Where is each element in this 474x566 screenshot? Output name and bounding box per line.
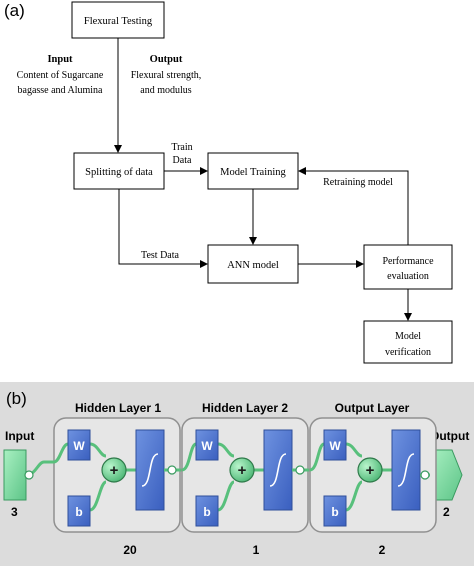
retraining-text: Retraining model bbox=[323, 177, 393, 188]
layer-1-weight-symbol: W bbox=[73, 439, 85, 453]
input-label: Input bbox=[5, 429, 34, 443]
layer-1-sigmoid-icon bbox=[141, 453, 159, 487]
layer-2-b-to-sum bbox=[217, 480, 235, 512]
layer-1-sum-symbol: + bbox=[110, 462, 119, 479]
layer-2-weight-symbol: W bbox=[201, 439, 213, 453]
layer-1-b-to-sum bbox=[89, 480, 107, 512]
flowchart-panel: (a) Flexural Testing Input Content of Su… bbox=[4, 1, 453, 364]
arrow-test-data bbox=[118, 189, 208, 268]
layer-3-w-to-sum bbox=[345, 442, 363, 458]
train-data-line1: Train bbox=[171, 142, 192, 153]
splitting-text: Splitting of data bbox=[85, 167, 153, 178]
output-count: 2 bbox=[443, 505, 450, 519]
input-desc-line1: Content of Sugarcane bbox=[17, 70, 104, 81]
layer-3-w-wire bbox=[309, 442, 325, 472]
flexural-testing-text: Flexural Testing bbox=[84, 16, 153, 27]
connector-3-output-node bbox=[420, 470, 430, 480]
network-panel: (b) Input 3 Output 2 Hidden Layer 1 W b … bbox=[0, 382, 474, 566]
layer-3-bias-box bbox=[323, 495, 347, 527]
panel-b-label: (b) bbox=[6, 389, 27, 408]
connector-1-2-node bbox=[167, 465, 177, 475]
layer-2-w-to-sum bbox=[217, 442, 235, 458]
layer-3-neurons: 2 bbox=[379, 543, 386, 557]
output-title: Output bbox=[150, 54, 183, 65]
layer-1-w-to-sum bbox=[89, 442, 107, 458]
input-title: Input bbox=[47, 54, 73, 65]
input-desc-line2: bagasse and Alumina bbox=[18, 85, 104, 96]
network-svg: (b) Input 3 Output 2 Hidden Layer 1 W b … bbox=[3, 389, 469, 557]
layer-3-sum-node bbox=[357, 457, 383, 483]
layer-3-b-to-sum bbox=[345, 480, 363, 512]
layer-2-w-wire bbox=[181, 442, 197, 472]
ann-model-text: ANN model bbox=[227, 260, 279, 271]
performance-line2: evaluation bbox=[387, 271, 429, 282]
train-data-line2: Data bbox=[173, 155, 192, 166]
layer-3-bias-symbol: b bbox=[331, 505, 338, 519]
layer-1-input-node bbox=[24, 470, 34, 480]
output-desc-line1: Flexural strength, bbox=[131, 70, 202, 81]
layer-3-sum-symbol: + bbox=[366, 462, 375, 479]
hidden-layer-1: Hidden Layer 1 W b + 20 bbox=[24, 401, 181, 557]
layer-2-sum-node bbox=[229, 457, 255, 483]
layer-1-title: Hidden Layer 1 bbox=[75, 401, 161, 415]
flowchart-svg: (a) Flexural Testing Input Content of Su… bbox=[4, 1, 453, 364]
output-layer: Output Layer W b + 2 bbox=[309, 401, 437, 557]
layer-1-bias-box bbox=[67, 495, 91, 527]
panel-a-label: (a) bbox=[4, 1, 25, 20]
arrow-retraining bbox=[298, 167, 409, 245]
layer-2-weight-box bbox=[195, 429, 219, 461]
layer-2-neurons: 1 bbox=[253, 543, 260, 557]
layer-2-sum-symbol: + bbox=[238, 462, 247, 479]
layer-1-neurons: 20 bbox=[123, 543, 137, 557]
layer-2-bias-box bbox=[195, 495, 219, 527]
layer-2-title: Hidden Layer 2 bbox=[202, 401, 288, 415]
layer-1-bias-symbol: b bbox=[75, 505, 82, 519]
layer-2-bias-symbol: b bbox=[203, 505, 210, 519]
ann-model-box bbox=[207, 244, 299, 284]
flexural-testing-box bbox=[71, 1, 165, 39]
hidden-layer-2: Hidden Layer 2 W b + 1 bbox=[181, 401, 309, 557]
verification-line1: Model bbox=[395, 331, 421, 342]
layer-3-weight-box bbox=[323, 429, 347, 461]
layer-3-sigmoid-icon bbox=[397, 453, 415, 487]
layer-3-weight-symbol: W bbox=[329, 439, 341, 453]
input-block bbox=[3, 449, 27, 501]
connector-2-3-node bbox=[295, 465, 305, 475]
splitting-box bbox=[73, 152, 165, 190]
output-label: Output bbox=[430, 429, 469, 443]
verification-line2: verification bbox=[385, 347, 431, 358]
performance-box bbox=[363, 244, 453, 290]
verification-box bbox=[363, 320, 453, 364]
layer-3-title: Output Layer bbox=[335, 401, 410, 415]
output-desc-line2: and modulus bbox=[140, 85, 191, 96]
layer-1-sum-node bbox=[101, 457, 127, 483]
layer-1-w-wire bbox=[53, 442, 69, 464]
layer-2-sigmoid-icon bbox=[269, 453, 287, 487]
model-training-box bbox=[207, 152, 299, 190]
input-count: 3 bbox=[11, 505, 18, 519]
model-training-text: Model Training bbox=[220, 167, 286, 178]
performance-line1: Performance bbox=[382, 256, 434, 267]
test-data-text: Test Data bbox=[141, 250, 179, 261]
layer-1-weight-box bbox=[67, 429, 91, 461]
